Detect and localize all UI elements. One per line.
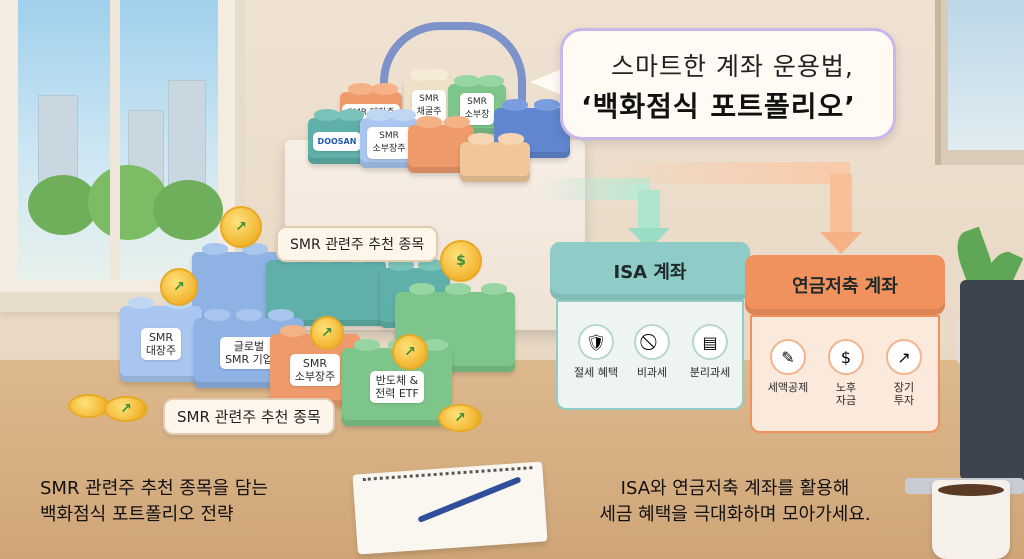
block-label: SMR 소부장주 <box>289 354 341 386</box>
dollar-coin-icon: $ <box>440 240 482 282</box>
pension-box-lid: 연금저축 계좌 <box>745 255 945 315</box>
shield-icon: 🛡 <box>578 324 614 360</box>
callout-tail <box>530 68 564 96</box>
coffee-mug <box>932 480 1010 559</box>
isa-item-label: 분리과세 <box>689 366 731 379</box>
bottom-left-caption: SMR 관련주 추천 종목을 담는 백화점식 포트폴리오 전략 <box>40 476 268 528</box>
front-block: SMR 대장주 <box>120 297 202 382</box>
growth-coin-icon: ↗ <box>160 268 198 306</box>
isa-box: 🛡 절세 혜택 ⃠ 비과세 ▤ 분리과세 <box>556 300 744 410</box>
pension-item-label: 장기 투자 <box>893 381 915 407</box>
bag-block: DOOSAN <box>308 109 366 164</box>
checklist-icon: ✎ <box>770 339 806 375</box>
pension-item: $ 노후 자금 <box>816 339 876 407</box>
caption-line: SMR 관련주 추천 종목을 담는 <box>40 478 268 499</box>
growth-coin-icon: ↗ <box>392 334 428 370</box>
wall-picture <box>948 0 1024 150</box>
block-label: 글로벌 SMR 기업 <box>220 337 278 369</box>
isa-item: ⃠ 비과세 <box>624 324 680 379</box>
window-view <box>18 0 223 280</box>
arrow-to-pension <box>600 162 850 184</box>
callout-bubble: 스마트한 계좌 운용법, ‘백화점식 포트폴리오’ <box>560 28 896 140</box>
block-label: SMR 대장주 <box>140 328 182 360</box>
pension-title: 연금저축 계좌 <box>792 276 898 297</box>
table-label: SMR 관련주 추천 종목 <box>163 398 335 435</box>
tree <box>153 180 223 240</box>
growth-coin-icon: ↗ <box>438 404 482 432</box>
arrow-head-icon <box>820 232 862 254</box>
isa-box-lid: ISA 계좌 <box>550 242 750 300</box>
isa-item: 🛡 절세 혜택 <box>568 324 624 379</box>
growth-coin-icon: ↗ <box>104 396 148 422</box>
arrow-to-pension-down <box>830 174 852 234</box>
isa-item-label: 절세 혜택 <box>574 366 618 379</box>
notebook <box>352 461 548 555</box>
bottom-right-caption: ISA와 연금저축 계좌를 활용해 세금 혜택을 극대화하며 모아가세요. <box>565 476 905 528</box>
block-label: 반도체 & 전력 ETF <box>370 371 424 403</box>
block-label: DOOSAN <box>312 131 362 151</box>
tree <box>28 175 98 235</box>
pension-item-label: 노후 자금 <box>835 381 857 407</box>
bag-block <box>460 133 530 182</box>
window-mullion <box>110 0 120 280</box>
block-label: SMR 채굴주 <box>411 90 447 122</box>
isa-item: ▤ 분리과세 <box>680 324 740 379</box>
stack-label: SMR 관련주 추천 종목 <box>276 226 439 262</box>
money-bag-icon: $ <box>828 339 864 375</box>
pension-item: ↗ 장기 투자 <box>874 339 934 407</box>
laptop-screen <box>960 280 1024 480</box>
no-tax-icon: ⃠ <box>634 324 670 360</box>
growth-coin-icon: ↗ <box>220 206 262 248</box>
callout-line2: ‘백화점식 포트폴리오’ <box>581 90 856 123</box>
pen-icon <box>417 476 522 524</box>
caption-line: 세금 혜택을 극대화하며 모아가세요. <box>599 504 871 525</box>
coffee <box>938 484 1004 496</box>
pension-box: ✎ 세액공제 $ 노후 자금 ↗ 장기 투자 <box>750 315 940 433</box>
pension-item-label: 세액공제 <box>767 381 809 394</box>
pension-item: ✎ 세액공제 <box>758 339 818 394</box>
caption-line: ISA와 연금저축 계좌를 활용해 <box>620 478 850 499</box>
isa-item-label: 비과세 <box>636 366 668 379</box>
growth-coin-icon: ↗ <box>310 316 344 350</box>
caption-line: 백화점식 포트폴리오 전략 <box>40 504 234 525</box>
document-icon: ▤ <box>692 324 728 360</box>
arrow-to-isa-down <box>638 190 660 230</box>
callout-line1: 스마트한 계좌 운용법, <box>611 52 854 81</box>
isa-title: ISA 계좌 <box>613 262 687 283</box>
block-label: SMR 소부장주 <box>367 127 411 159</box>
growth-chart-icon: ↗ <box>886 339 922 375</box>
